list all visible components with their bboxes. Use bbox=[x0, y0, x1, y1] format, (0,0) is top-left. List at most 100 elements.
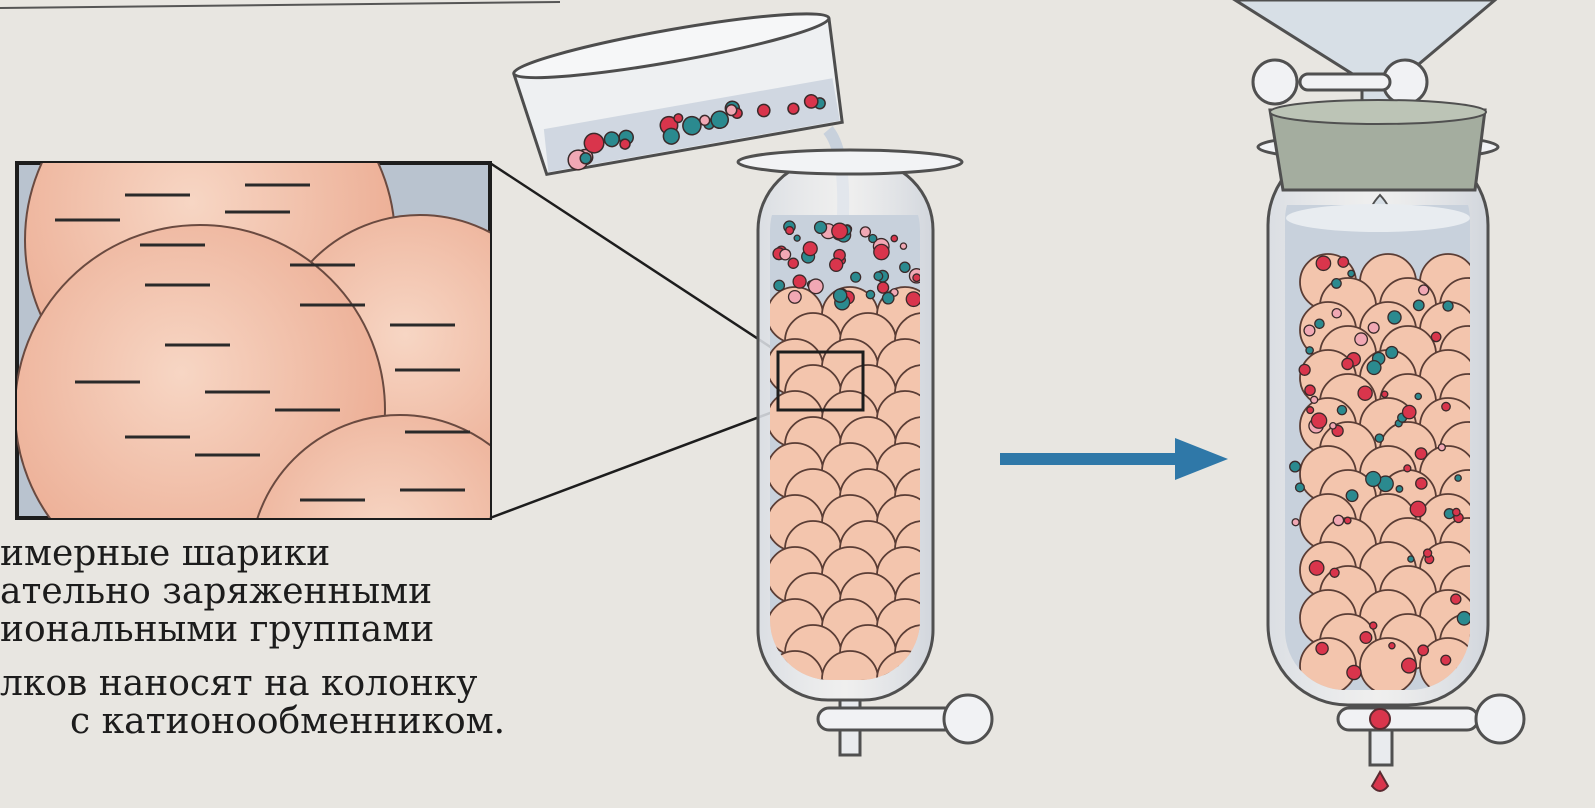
caption-line: лков наносят на колонку bbox=[0, 665, 505, 703]
protein-ion bbox=[1370, 622, 1377, 629]
protein-ion bbox=[1315, 319, 1324, 328]
protein-ion bbox=[1296, 483, 1305, 492]
protein-ion bbox=[1375, 434, 1383, 442]
protein-ion bbox=[860, 227, 870, 237]
protein-ion bbox=[673, 113, 683, 123]
protein-ion bbox=[1292, 519, 1299, 526]
protein-ion bbox=[1389, 643, 1395, 649]
protein-ion bbox=[1307, 407, 1314, 414]
protein-ion bbox=[834, 289, 847, 302]
protein-ion bbox=[1332, 309, 1341, 318]
protein-ion bbox=[1311, 396, 1318, 403]
protein-ion bbox=[1304, 325, 1315, 336]
zoom-line-top bbox=[490, 163, 778, 352]
protein-ion bbox=[1396, 486, 1403, 493]
caption-line: с катионообменником. bbox=[0, 703, 505, 741]
protein-ion bbox=[1443, 301, 1453, 311]
protein-ion bbox=[1408, 556, 1414, 562]
protein-ion bbox=[1386, 347, 1398, 359]
protein-ion bbox=[1368, 322, 1379, 333]
protein-ion bbox=[1414, 300, 1425, 311]
protein-ion bbox=[1344, 517, 1351, 524]
protein-ion bbox=[913, 274, 921, 282]
protein-ion bbox=[1441, 655, 1451, 665]
protein-ion bbox=[1451, 594, 1461, 604]
protein-ion bbox=[815, 221, 827, 233]
protein-ion bbox=[1346, 490, 1358, 502]
caption-line: имерные шарики bbox=[0, 535, 505, 573]
protein-ion bbox=[1416, 478, 1427, 489]
protein-ion bbox=[832, 223, 848, 239]
protein-ion bbox=[1453, 508, 1460, 515]
protein-ion bbox=[1360, 632, 1372, 644]
protein-ion bbox=[1309, 561, 1324, 576]
protein-ion bbox=[789, 291, 802, 304]
stopcock-handle bbox=[1476, 695, 1524, 743]
protein-ion bbox=[1305, 385, 1315, 395]
protein-ion bbox=[1355, 333, 1368, 346]
protein-ion bbox=[874, 272, 883, 281]
protein-ion bbox=[1330, 568, 1339, 577]
protein-ion bbox=[1419, 285, 1429, 295]
right-arrow-icon bbox=[1000, 438, 1228, 480]
protein-ion bbox=[1332, 279, 1342, 289]
protein-ion bbox=[882, 292, 893, 303]
protein-ion bbox=[1404, 465, 1411, 472]
protein-ion bbox=[869, 234, 877, 242]
protein-ion bbox=[1415, 393, 1421, 399]
protein-ion bbox=[1457, 612, 1471, 626]
protein-ion bbox=[1367, 361, 1381, 375]
protein-ion bbox=[874, 244, 889, 259]
protein-ion bbox=[906, 292, 921, 307]
protein-ion bbox=[1333, 515, 1343, 525]
chromatography-column-right bbox=[1235, 0, 1524, 791]
protein-ion bbox=[900, 262, 910, 272]
protein-ion bbox=[1403, 405, 1416, 418]
protein-ion bbox=[1347, 665, 1361, 679]
protein-ion bbox=[1348, 270, 1355, 277]
protein-ion bbox=[878, 282, 889, 293]
protein-ion bbox=[786, 227, 794, 235]
protein-ion bbox=[1418, 645, 1428, 655]
protein-ion bbox=[1382, 391, 1388, 397]
protein-ion bbox=[1415, 448, 1427, 460]
protein-ion bbox=[1316, 256, 1330, 270]
eluted-drop bbox=[1372, 772, 1388, 791]
protein-ion bbox=[780, 249, 791, 260]
protein-ion bbox=[1455, 475, 1461, 481]
stopcock-handle bbox=[944, 695, 992, 743]
protein-ion bbox=[1316, 642, 1328, 654]
protein-ion bbox=[1306, 347, 1313, 354]
protein-ion bbox=[891, 235, 897, 241]
protein-ion bbox=[866, 290, 874, 298]
protein-ion bbox=[793, 275, 806, 288]
protein-ion bbox=[1338, 257, 1349, 268]
protein-ion bbox=[1424, 549, 1432, 557]
protein-ion bbox=[803, 242, 817, 256]
protein-ion bbox=[1299, 364, 1310, 375]
protein-ion bbox=[1431, 332, 1440, 341]
caption-line: ательно заряженными bbox=[0, 573, 505, 611]
protein-ion bbox=[1311, 413, 1326, 428]
protein-ion bbox=[1366, 472, 1381, 487]
protein-ion bbox=[788, 258, 798, 268]
zoom-line-bottom bbox=[490, 410, 778, 518]
protein-ion bbox=[1388, 311, 1401, 324]
eluted-protein-ion bbox=[1370, 709, 1390, 729]
protein-ion bbox=[900, 243, 906, 249]
protein-ion bbox=[1342, 358, 1353, 369]
protein-ion bbox=[1442, 402, 1450, 410]
protein-ion bbox=[619, 138, 630, 149]
protein-ion bbox=[1358, 386, 1372, 400]
protein-ion bbox=[1410, 501, 1426, 517]
caption-line: иональными группами bbox=[0, 611, 505, 649]
figure-caption: имерные шарики ательно заряженными ионал… bbox=[0, 535, 505, 741]
page-rule bbox=[0, 2, 560, 8]
protein-ion bbox=[1330, 423, 1336, 429]
protein-ion bbox=[1438, 444, 1445, 451]
protein-ion bbox=[1402, 658, 1417, 673]
protein-ion bbox=[1337, 406, 1346, 415]
protein-ion bbox=[1290, 461, 1301, 472]
protein-ion bbox=[851, 272, 861, 282]
protein-ion bbox=[774, 280, 785, 291]
